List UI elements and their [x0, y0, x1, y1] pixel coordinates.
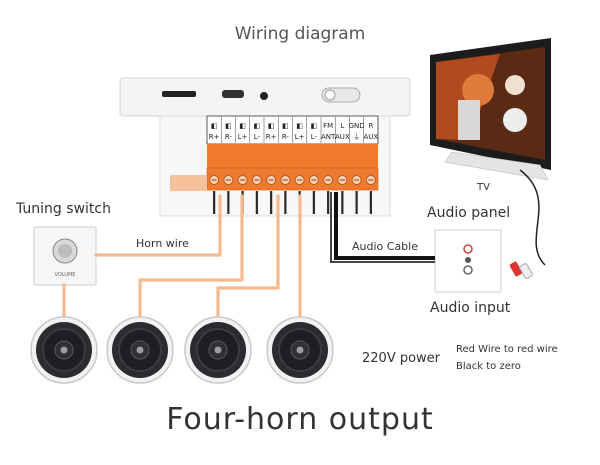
knob-label: VOLUME [55, 272, 76, 278]
speaker [184, 316, 252, 384]
horn-wire-speaker-3 [216, 194, 280, 320]
terminal-label-top: L [340, 122, 344, 130]
horn-wire-speaker-2 [138, 194, 244, 320]
terminal-label-bottom: L+ [295, 133, 305, 141]
terminal-label-top: ◧ [254, 122, 261, 130]
audio-input-label: Audio input [430, 300, 511, 316]
terminal-label-top: GND [349, 122, 365, 130]
power-label: 220V power [362, 351, 441, 366]
speaker [266, 316, 334, 384]
terminal-label-top: ◧ [282, 122, 289, 130]
terminal-label-bottom: AUX [335, 133, 350, 141]
terminal-label-bottom: ANT [321, 133, 336, 141]
terminal-label-top: ◧ [225, 122, 232, 130]
tuning-switch-label: Tuning switch [16, 201, 111, 217]
red-wire-note: Red Wire to red wire [456, 344, 558, 355]
horn-wire-switch [94, 194, 222, 257]
terminal-label-top: ◧ [268, 122, 275, 130]
terminal-label-top: ◧ [239, 122, 246, 130]
terminal-label-top: ◧ [311, 122, 318, 130]
black-wire-note: Black to zero [456, 361, 521, 372]
audio-panel-label: Audio panel [427, 205, 511, 221]
terminal-label-bottom: L- [311, 133, 318, 141]
audio-panel-device [434, 229, 502, 293]
tuning-switch-device: VOLUME [33, 226, 97, 286]
terminal-label-bottom: R+ [209, 133, 220, 141]
terminal-label-bottom: ⏚ [353, 133, 360, 141]
tv [430, 38, 551, 279]
terminal-label-bottom: L- [254, 133, 261, 141]
terminal-label-top: FM [323, 122, 333, 130]
speaker [106, 316, 174, 384]
tv-label: TV [477, 182, 490, 193]
speaker [30, 316, 98, 384]
terminal-label-top: R [368, 122, 373, 130]
horn-wires [62, 194, 302, 320]
terminal-label-top: ◧ [296, 122, 303, 130]
page-title: Wiring diagram [234, 24, 366, 44]
audio-cable-label: Audio Cable [352, 240, 418, 253]
horn-wire-label: Horn wire [136, 237, 189, 250]
terminal-label-bottom: R- [282, 133, 290, 141]
terminal-label-bottom: R+ [266, 133, 277, 141]
terminal-label-bottom: R- [225, 133, 233, 141]
speakers [30, 316, 334, 384]
terminal-label-bottom: L+ [238, 133, 248, 141]
terminal-label-top: ◧ [211, 122, 218, 130]
terminal-screws [209, 175, 376, 185]
terminal-label-bottom: AUX [364, 133, 379, 141]
audio-cable [330, 192, 435, 263]
output-heading: Four-horn output [166, 402, 434, 437]
